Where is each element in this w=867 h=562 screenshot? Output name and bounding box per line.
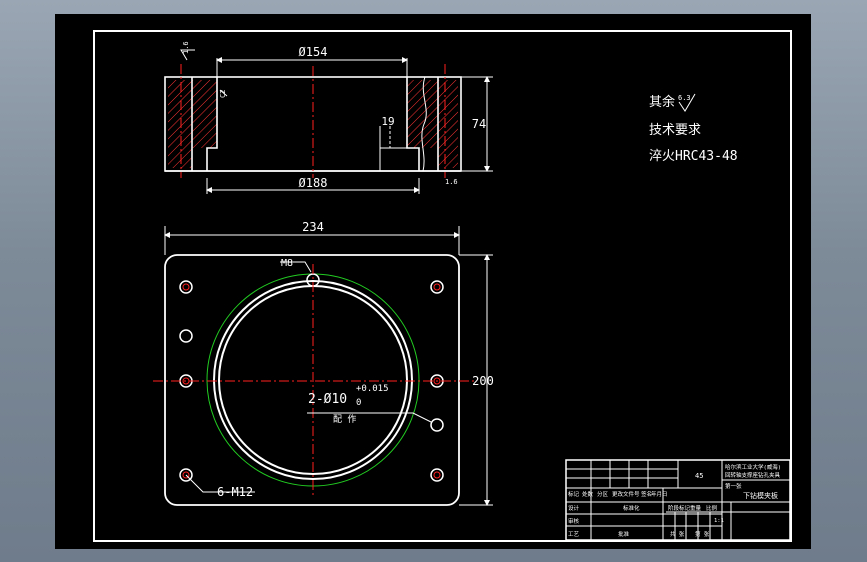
- tb-scale: 1:1: [714, 518, 724, 524]
- outer-border: [93, 30, 792, 542]
- roughness-a: 1.6: [182, 41, 190, 54]
- roughness-b: 1.6: [445, 178, 458, 186]
- drawing-sheet: Ø154 Ø188 74 19 1.6 1.6 C2: [55, 14, 811, 549]
- note-roughness-value: 6.3: [678, 94, 691, 102]
- dim-plan-width: 234: [302, 220, 324, 234]
- tb-sheet: 第一张: [725, 482, 742, 490]
- plan-view: [164, 254, 460, 506]
- tb-design: 设计: [568, 504, 580, 512]
- tb-sheet-total: 共 张: [670, 530, 685, 538]
- dim-step: 19: [381, 115, 394, 128]
- tb-review: 审核: [568, 517, 580, 525]
- tb-header-date: 年月日: [651, 490, 668, 498]
- tb-material: 45: [695, 472, 703, 480]
- dim-plan-height: 200: [472, 374, 494, 388]
- dim-height: 74: [472, 117, 486, 131]
- tb-weight: 重量: [690, 504, 702, 512]
- note-remaining: 其余: [649, 94, 675, 110]
- tb-header-zone: 分区: [597, 490, 609, 498]
- tb-header-doc: 更改文件号: [612, 490, 640, 498]
- tolerance-lower: 0: [356, 398, 361, 408]
- center-hole-label: 2-Ø10: [308, 392, 347, 407]
- tb-header-sign: 签名: [641, 490, 652, 498]
- title-block: [565, 459, 791, 541]
- tb-header-count: 处数: [582, 490, 594, 498]
- chamfer-a: C2: [219, 90, 227, 98]
- tb-standard: 标准化: [623, 504, 640, 512]
- tolerance-upper: +0.015: [356, 384, 389, 394]
- dim-bottom-width: Ø188: [299, 176, 328, 190]
- tb-sheet-num: 第 张: [695, 530, 710, 538]
- tb-scale-label: 比例: [706, 504, 718, 512]
- tb-company: 哈尔滨工业大学(威海): [725, 463, 781, 471]
- tb-process: 工艺: [568, 531, 580, 538]
- dim-top-width: Ø154: [299, 45, 328, 59]
- tb-project: 回转轴支撑座钻孔夹具: [725, 471, 781, 479]
- screw-note: 6-M12: [217, 485, 253, 499]
- tb-stage: 阶段标记: [668, 504, 691, 512]
- tb-part-name: 下钻模夹板: [743, 491, 778, 500]
- fit-note: 配 作: [333, 413, 356, 425]
- cad-drawing: Ø154 Ø188 74 19 1.6 1.6 C2: [93, 30, 792, 542]
- small-thread-label: M8: [281, 258, 293, 269]
- tech-notes: 其余 6.3 技术要求 淬火HRC43-48: [649, 93, 738, 164]
- tb-approve: 批准: [618, 530, 630, 538]
- note-title: 技术要求: [649, 123, 701, 138]
- note-hardening: 淬火HRC43-48: [649, 149, 738, 164]
- tb-header-mark: 标记: [568, 490, 580, 498]
